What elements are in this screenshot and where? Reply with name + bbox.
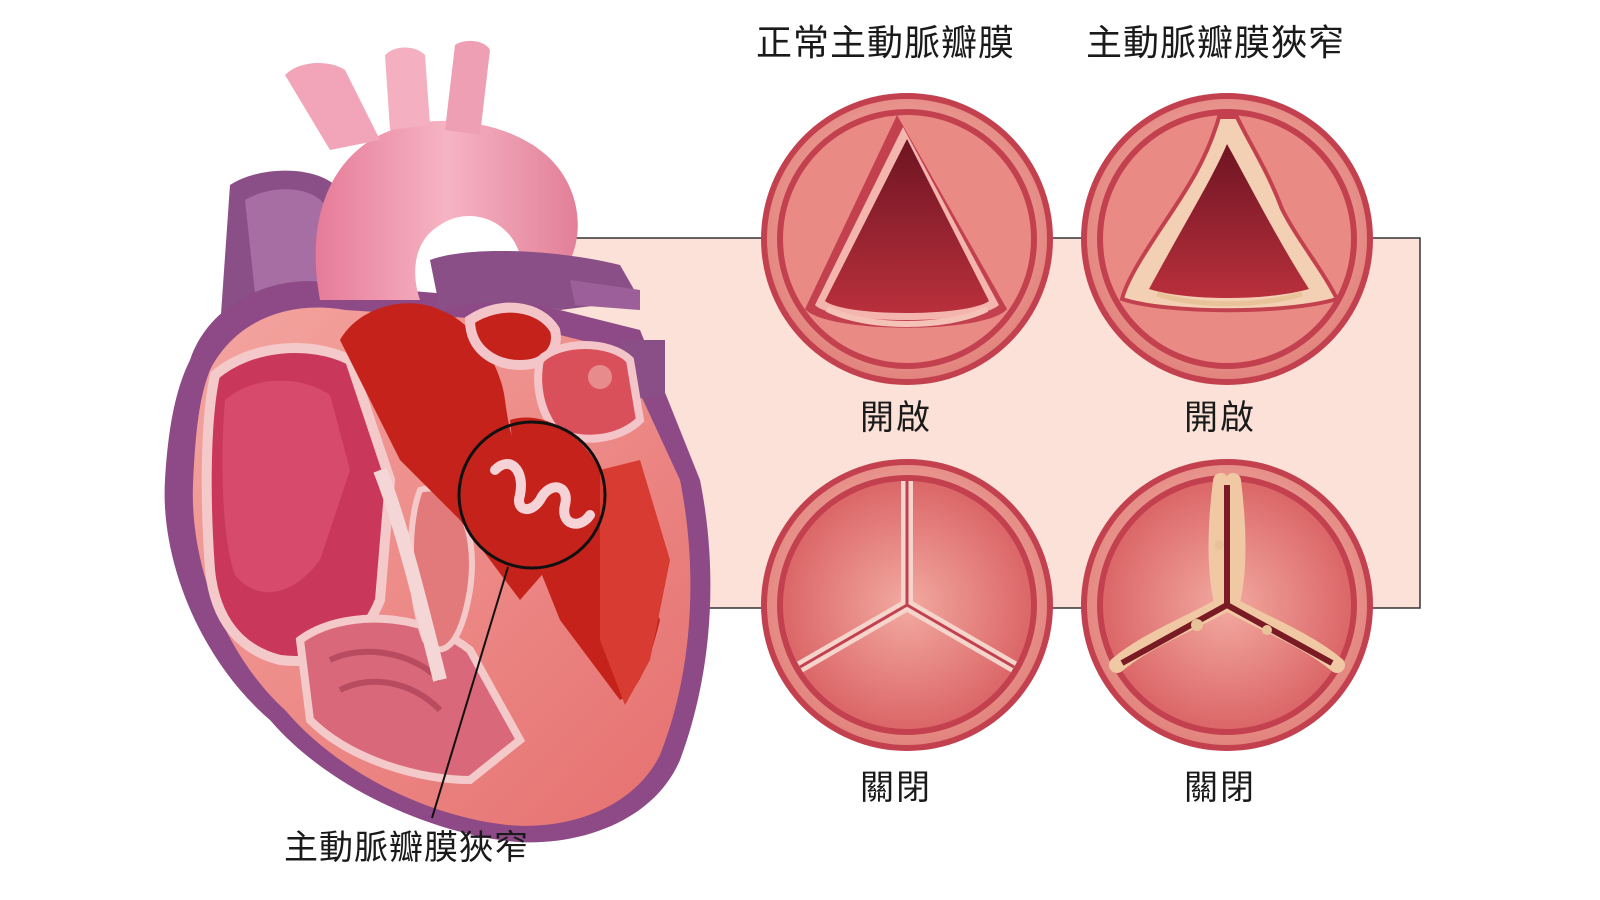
valve-normal-closed (761, 459, 1053, 751)
valve-stenosis-closed (1081, 459, 1373, 751)
left-atrium (534, 341, 645, 443)
aorta (315, 120, 578, 300)
header-stenosis-valve: 主動脈瓣膜狹窄 (1086, 23, 1346, 64)
ascending-aorta-blood (340, 303, 555, 600)
header-normal-valve: 正常主動脈瓣膜 (756, 23, 1016, 64)
label-stenosis-closed: 關閉 (1184, 768, 1256, 808)
label-normal-closed: 關閉 (860, 768, 932, 808)
heart-illustration (164, 40, 711, 843)
callout-leader-line (431, 566, 509, 819)
callout-label: 主動脈瓣膜狹窄 (284, 828, 529, 868)
valve-stenosis-open (1081, 93, 1373, 385)
stenosis-highlight-circle (457, 420, 607, 570)
label-normal-open: 開啟 (860, 398, 932, 438)
label-stenosis-open: 開啟 (1184, 398, 1256, 438)
valve-normal-open (761, 93, 1053, 385)
